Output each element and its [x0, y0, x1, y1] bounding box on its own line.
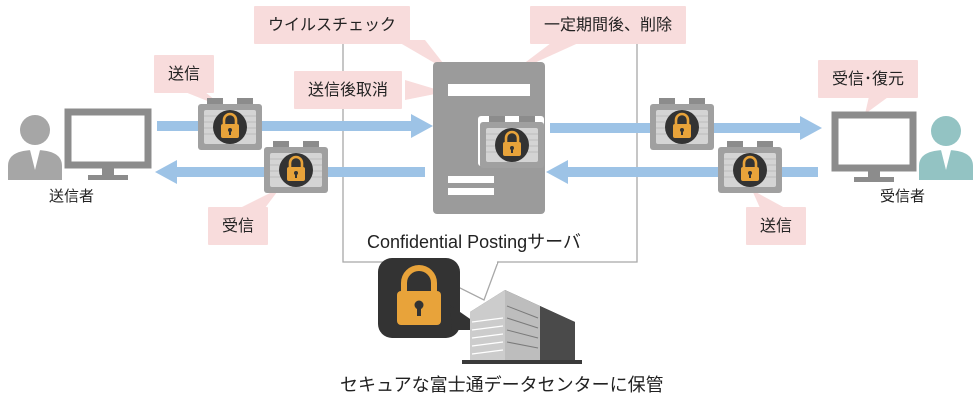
package-send-right-icon — [718, 141, 782, 193]
callout-virus-check: ウイルスチェック — [254, 6, 411, 44]
datacenter-caption: セキュアな富士通データセンターに保管 — [340, 375, 664, 396]
callout-auto-delete: 一定期間後、削除 — [530, 6, 687, 44]
callout-tail-send-right — [752, 190, 785, 208]
arrow-receiver-to-server — [546, 160, 818, 184]
callout-send-right: 送信 — [746, 207, 807, 245]
package-receive-left-icon — [264, 141, 328, 193]
package-receive-right-icon — [650, 98, 714, 150]
receiver-label: 受信者 — [880, 187, 926, 205]
package-on-server-icon — [478, 116, 544, 168]
receiver-person-icon — [919, 116, 973, 180]
sender-label: 送信者 — [49, 187, 95, 205]
package-send-left-icon — [198, 98, 262, 150]
callout-receive-restore: 受信･復元 — [818, 60, 919, 98]
datacenter-building-icon — [462, 290, 582, 364]
sender-person-icon — [8, 115, 62, 180]
callout-tail-cancel — [405, 80, 445, 100]
receiver-monitor-icon — [831, 111, 917, 182]
callout-receive-left: 受信 — [208, 207, 269, 245]
arrow-sender-to-server — [157, 114, 433, 138]
server-label: Confidential Postingサーバ — [367, 232, 581, 252]
sender-monitor-icon — [64, 108, 152, 180]
callout-cancel-send: 送信後取消 — [294, 71, 403, 109]
callout-send-left: 送信 — [154, 55, 215, 93]
